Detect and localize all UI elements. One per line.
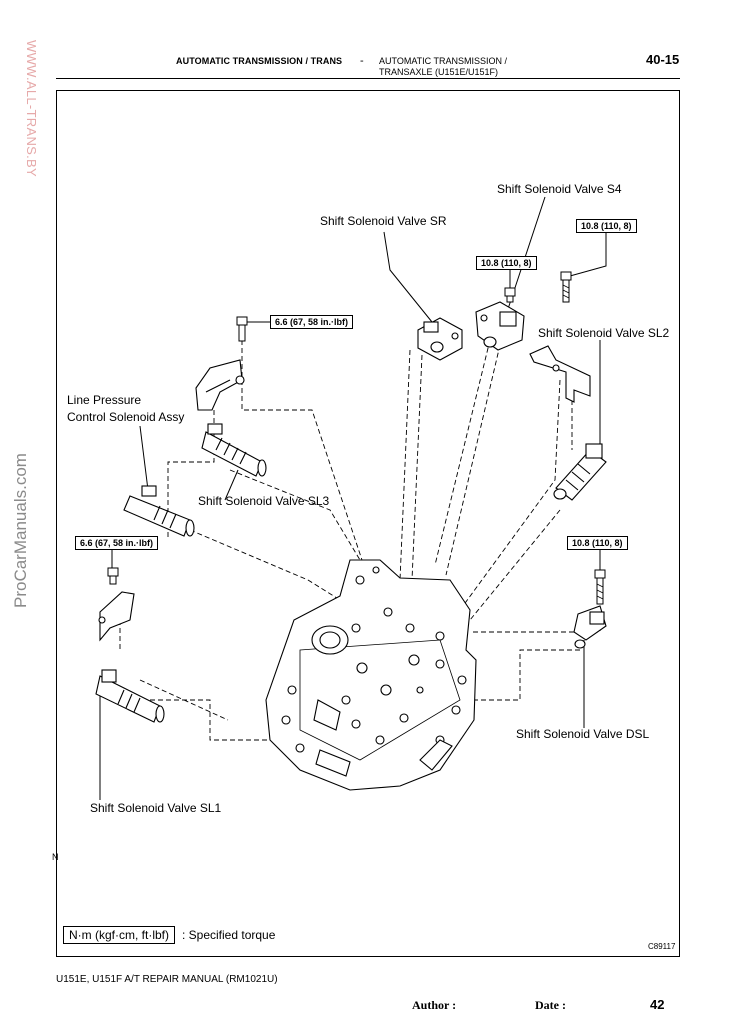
solenoid-sl2 — [553, 443, 607, 501]
bolt-dsl — [594, 569, 606, 605]
leader-sr — [383, 231, 433, 323]
bolt-s4 — [504, 287, 516, 303]
footer-date: Date : — [535, 998, 566, 1012]
bolt-sl1 — [107, 567, 119, 585]
solenoid-s4 — [475, 301, 525, 351]
torque-box-sl1-bolt: 6.6 (67, 58 in.·lbf) — [75, 536, 159, 550]
header-subtitle-line-1: AUTOMATIC TRANSMISSION / — [379, 56, 508, 66]
label-shift-solenoid-dsl: Shift Solenoid Valve DSL — [516, 727, 650, 741]
leader-sl3 — [224, 469, 239, 501]
label-shift-solenoid-sl2: Shift Solenoid Valve SL2 — [538, 326, 670, 340]
footer-page-number: 42 — [650, 997, 665, 1012]
bolt-line-pressure — [236, 316, 248, 342]
header-section-title: AUTOMATIC TRANSMISSION / TRANS — [176, 56, 343, 66]
torque-box-line-pressure-bolt: 6.6 (67, 58 in.·lbf) — [270, 315, 354, 329]
header-separator: - — [360, 55, 364, 67]
header-rule — [56, 78, 680, 79]
solenoid-sl3 — [201, 423, 267, 477]
watermark-red: WWW.ALL-TRANS.BY — [24, 40, 39, 177]
label-line-pressure-line2: Control Solenoid Assy — [67, 410, 185, 424]
label-shift-solenoid-sl3: Shift Solenoid Valve SL3 — [198, 494, 330, 508]
bracket-line-pressure — [195, 359, 245, 411]
figure-frame — [56, 90, 680, 957]
footer-author: Author : — [412, 998, 457, 1012]
label-shift-solenoid-sl1: Shift Solenoid Valve SL1 — [90, 801, 222, 815]
torque-legend-unit: N·m (kgf·cm, ft·lbf) — [63, 926, 175, 944]
watermark-gray-text: ProCarManuals.com — [11, 453, 30, 608]
label-line-pressure-line1: Line Pressure — [67, 393, 142, 407]
solenoid-dsl — [573, 605, 607, 649]
torque-box-s4-bolt: 10.8 (110, 8) — [476, 256, 537, 270]
watermark-gray: ProCarManuals.com — [11, 453, 30, 608]
leader-lp — [139, 425, 149, 491]
torque-legend-text: : Specified torque — [182, 928, 276, 942]
solenoid-sr — [417, 317, 463, 361]
torque-box-dsl-bolt: 10.8 (110, 8) — [567, 536, 628, 550]
torque-box-sl2-bolt: 10.8 (110, 8) — [576, 219, 637, 233]
label-shift-solenoid-s4: Shift Solenoid Valve S4 — [497, 182, 622, 196]
label-shift-solenoid-sr: Shift Solenoid Valve SR — [320, 214, 447, 228]
solenoid-line-pressure — [123, 485, 195, 537]
leader-t108b — [569, 232, 607, 277]
valve-body — [265, 559, 477, 791]
bolt-sl2-bracket — [560, 271, 572, 303]
header-page-number: 40-15 — [646, 52, 680, 67]
bracket-sl2 — [529, 345, 591, 403]
figure-code: C89117 — [648, 942, 676, 951]
solenoid-sl1 — [95, 669, 165, 723]
header-subtitle-line-2: TRANSAXLE (U151E/U151F) — [379, 67, 499, 77]
footer-manual-title: U151E, U151F A/T REPAIR MANUAL (RM1021U) — [56, 974, 278, 985]
n-mark: N — [52, 852, 59, 862]
header-subtitle: AUTOMATIC TRANSMISSION / TRANSAXLE (U151… — [379, 56, 507, 78]
bracket-sl1 — [98, 591, 135, 642]
